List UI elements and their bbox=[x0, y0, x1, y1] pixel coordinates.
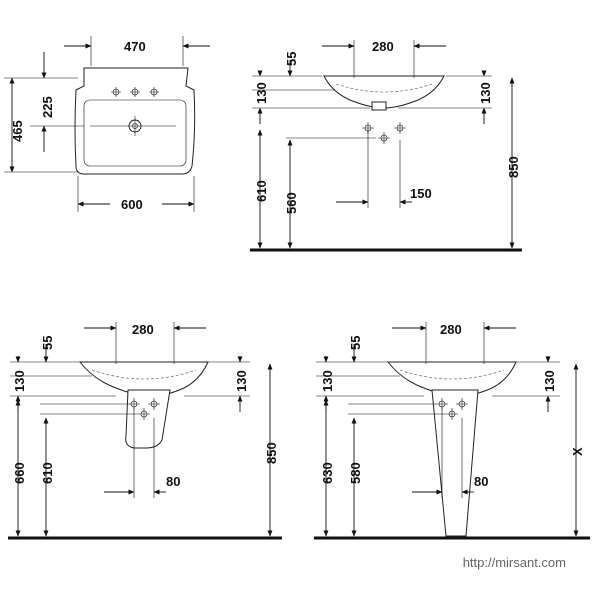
dim-130-right-top: 130 bbox=[478, 82, 493, 104]
dim-280-br: 280 bbox=[440, 322, 462, 337]
watermark-url[interactable]: http://mirsant.com bbox=[462, 555, 566, 570]
dim-630: 630 bbox=[320, 462, 335, 484]
side-view-wall: 280 55 130 130 610 560 850 150 bbox=[250, 39, 522, 252]
full-pedestal-view: 280 55 130 130 630 580 X 80 bbox=[314, 322, 590, 540]
dim-610-bl: 610 bbox=[40, 462, 55, 484]
dim-850-top: 850 bbox=[506, 156, 521, 178]
dim-280-bl: 280 bbox=[132, 322, 154, 337]
dim-660: 660 bbox=[12, 462, 27, 484]
dim-80-bl: 80 bbox=[166, 474, 180, 489]
dim-130-left-top: 130 bbox=[254, 82, 269, 104]
dim-850-bl: 850 bbox=[264, 442, 279, 464]
dim-130-right-br: 130 bbox=[542, 370, 557, 392]
plan-view: 470 600 465 225 bbox=[4, 36, 210, 212]
dim-610-top: 610 bbox=[254, 180, 269, 202]
dim-130-left-bl: 130 bbox=[12, 370, 27, 392]
dim-465: 465 bbox=[10, 120, 25, 142]
dim-225: 225 bbox=[40, 96, 55, 118]
dim-470: 470 bbox=[124, 39, 146, 54]
semi-pedestal-view: 280 55 130 130 660 610 850 80 bbox=[8, 322, 282, 540]
dim-x: X bbox=[570, 447, 585, 456]
dim-280-top: 280 bbox=[372, 39, 394, 54]
dim-55-bl: 55 bbox=[40, 336, 55, 350]
dim-580: 580 bbox=[348, 462, 363, 484]
dim-560: 560 bbox=[284, 192, 299, 214]
dim-55-top: 55 bbox=[284, 52, 299, 66]
dim-150: 150 bbox=[410, 186, 432, 201]
dim-130-left-br: 130 bbox=[320, 370, 335, 392]
pipe-connections bbox=[128, 398, 160, 420]
pipe-connections bbox=[436, 398, 468, 420]
dim-80-br: 80 bbox=[474, 474, 488, 489]
dim-55-br: 55 bbox=[348, 336, 363, 350]
pipe-connections bbox=[362, 122, 406, 144]
dim-600: 600 bbox=[121, 197, 143, 212]
tap-holes bbox=[111, 87, 159, 97]
dim-130-right-bl: 130 bbox=[234, 370, 249, 392]
